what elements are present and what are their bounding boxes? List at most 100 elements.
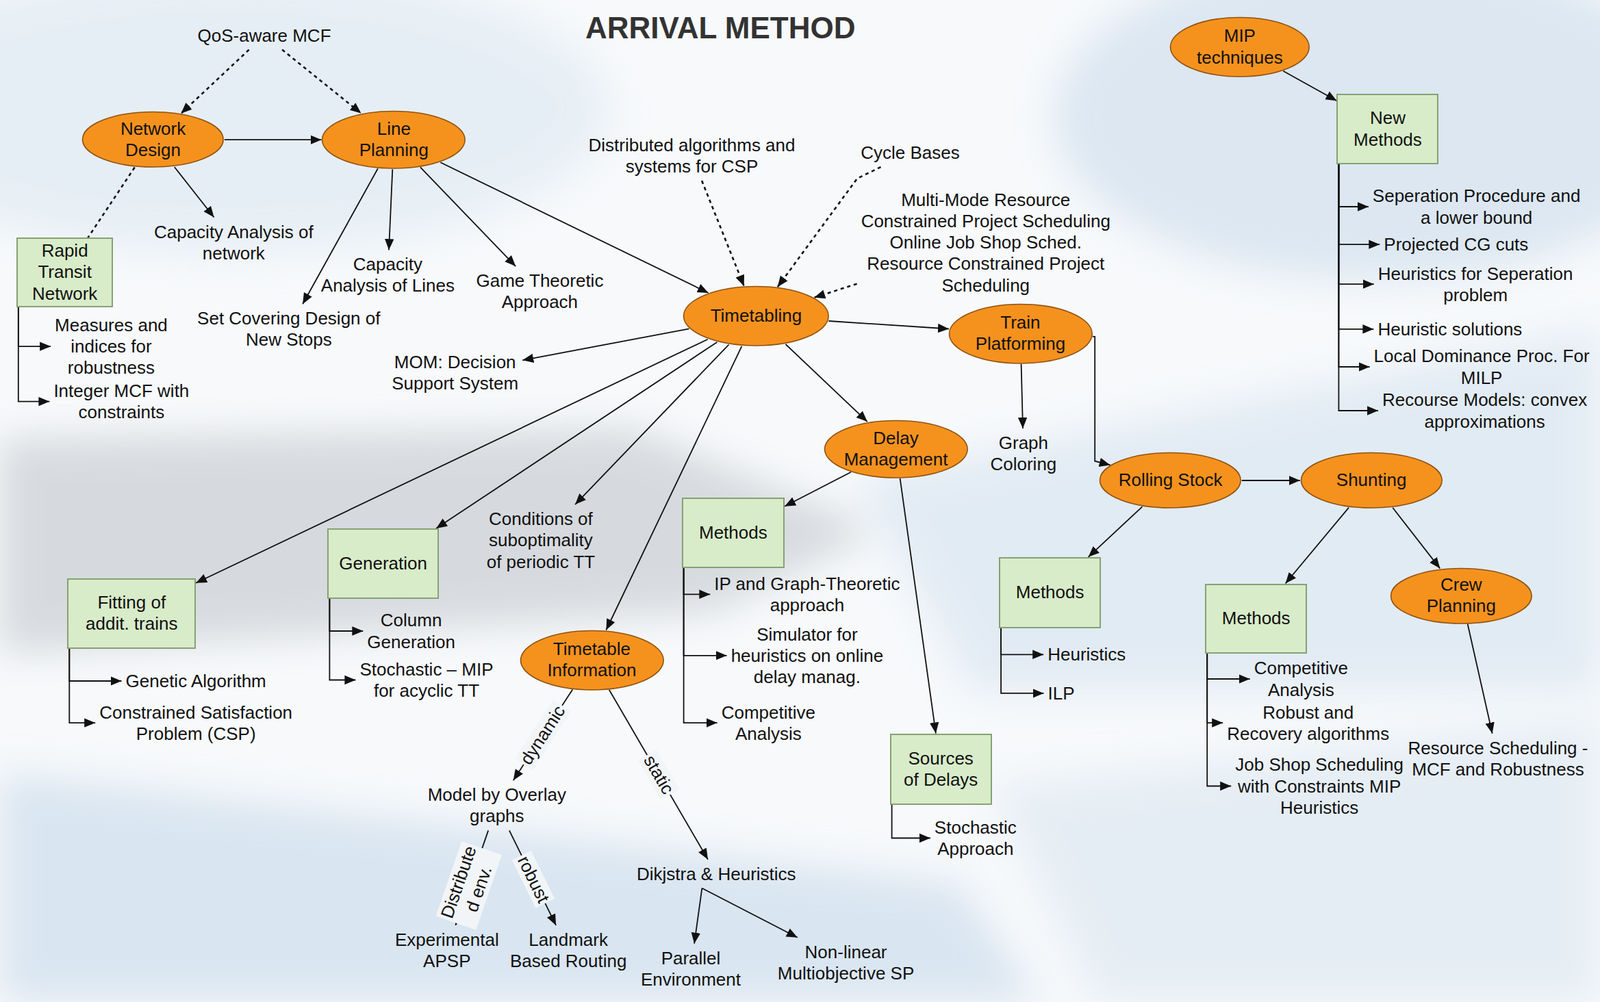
topic-text: Parallel Environment [633, 948, 749, 991]
node-text: Rapid Transit Network [21, 240, 109, 305]
node-text: Genetic Algorithm [114, 670, 278, 693]
ellipse-outline [82, 112, 224, 168]
connector [900, 478, 936, 734]
connector [1338, 164, 1379, 411]
topic-text: Model by Overlay graphs [420, 784, 574, 828]
node-text: Network Design [102, 118, 205, 161]
node-text: Projected CG cuts [1376, 234, 1535, 256]
node-text: Landmark Based Routing [505, 929, 631, 973]
connector [784, 472, 852, 507]
method-box: New Methods [1336, 93, 1439, 165]
process-ellipse: Shunting [1300, 451, 1444, 509]
ellipse-outline [520, 630, 664, 690]
node-text: Capacity Analysis of Lines [319, 254, 456, 297]
node-text: Recourse Models: convex approximations [1376, 389, 1594, 433]
topic-text: Stochastic Approach [929, 817, 1022, 860]
topic-text: Game Theoretic Approach [468, 270, 612, 313]
topic-text: Capacity Analysis of Lines [319, 254, 456, 297]
connector [1000, 628, 1044, 694]
connector [282, 49, 361, 114]
node-text: Job Shop Scheduling with Constraints MIP… [1228, 754, 1410, 819]
topic-text: Dikjstra & Heuristics [627, 864, 806, 886]
topic-text: Capacity Analysis of network [144, 221, 324, 265]
node-text: Seperation Procedure and a lower bound [1367, 185, 1586, 228]
node-text: Model by Overlay graphs [420, 784, 574, 828]
connector [388, 169, 393, 250]
node-text: Constrained Satisfaction Problem (CSP) [89, 702, 304, 745]
connector [180, 49, 249, 114]
connector [1392, 508, 1440, 569]
topic-text: Competitive Analysis [714, 702, 822, 745]
connector [828, 321, 949, 330]
ellipse-outline [824, 420, 968, 478]
ellipse-outline [683, 286, 830, 346]
method-box: Sources of Delays [890, 733, 993, 806]
node-text: Delay Management [840, 427, 953, 471]
topic-text: Heuristic solutions [1368, 319, 1532, 341]
method-box: Fitting of addit. trains [67, 578, 196, 650]
node-text: MIP techniques [1194, 25, 1286, 68]
node-text: Simulator for heuristics on online delay… [724, 624, 890, 689]
topic-text: Seperation Procedure and a lower bound [1367, 185, 1586, 228]
node-text: New Methods [1341, 107, 1433, 150]
method-box: Methods [681, 497, 786, 569]
topic-text: Competitive Analysis [1247, 657, 1355, 701]
ellipse-outline [1390, 568, 1532, 624]
topic-text: Cycle Bases [844, 142, 977, 164]
process-ellipse: Train Platforming [948, 303, 1094, 365]
connector [575, 345, 729, 506]
connector [609, 690, 708, 860]
topic-text: ILP [1035, 683, 1088, 705]
node-text: Competitive Analysis [714, 702, 822, 745]
node-text: Resource Scheduling - MCF and Robustness [1402, 738, 1593, 781]
connector [1207, 653, 1231, 786]
process-ellipse: Line Planning [321, 110, 467, 170]
connector [1338, 164, 1374, 285]
process-ellipse: Timetable Information [519, 629, 665, 691]
connector [1207, 653, 1250, 680]
topic-text: Recourse Models: convex approximations [1376, 389, 1594, 433]
connector [1338, 164, 1370, 367]
connector [892, 805, 931, 839]
connector [1467, 624, 1493, 734]
background-wisp [0, 0, 610, 254]
node-text: Parallel Environment [633, 948, 749, 991]
connector [18, 307, 50, 402]
node-text: Game Theoretic Approach [468, 270, 612, 313]
ellipse-outline [1100, 453, 1242, 509]
connector [1285, 508, 1350, 584]
node-text: Integer MCF with constraints [45, 380, 199, 424]
process-ellipse: Rolling Stock [1098, 451, 1242, 509]
connector [1088, 506, 1143, 558]
node-text: Capacity Analysis of network [144, 221, 324, 265]
connector [69, 649, 122, 682]
node-text: Online Job Shop Sched. [855, 232, 1116, 254]
connector [1092, 336, 1111, 466]
topic-text: Heuristics for Seperation problem [1370, 263, 1581, 307]
node-text: Heuristics for Seperation problem [1370, 263, 1581, 307]
topic-text: Constrained Satisfaction Problem (CSP) [89, 702, 304, 745]
connector [513, 689, 574, 781]
node-text: Shunting [1336, 469, 1407, 491]
node-text: Non-linear Multiobjective SP [770, 942, 922, 985]
background-band [855, 328, 1600, 692]
connector [1338, 164, 1369, 207]
node-text: Cycle Bases [844, 142, 977, 164]
node-text: Measures and indices for robustness [47, 314, 175, 380]
node-text: Crew Planning [1415, 574, 1507, 617]
node-text: Timetable Information [540, 638, 643, 682]
node-text: Competitive Analysis [1247, 657, 1355, 701]
node-text: Robust and Recovery algorithms [1224, 702, 1392, 745]
method-box: Methods [1204, 583, 1307, 655]
node-text: Resource Constrained Project Scheduling [855, 253, 1116, 296]
method-box: Generation [327, 528, 439, 600]
node-text: Stochastic – MIP for acyclic TT [355, 659, 499, 702]
node-text: QoS-aware MCF [177, 25, 351, 47]
connector [195, 339, 708, 584]
node-text: Rolling Stock [1118, 469, 1223, 491]
node-text: Heuristics [1035, 644, 1138, 666]
node-text: Sources of Delays [901, 748, 981, 791]
diagram-title: ARRIVAL METHOD [585, 10, 856, 47]
connector [1338, 164, 1374, 330]
connector [683, 568, 718, 723]
